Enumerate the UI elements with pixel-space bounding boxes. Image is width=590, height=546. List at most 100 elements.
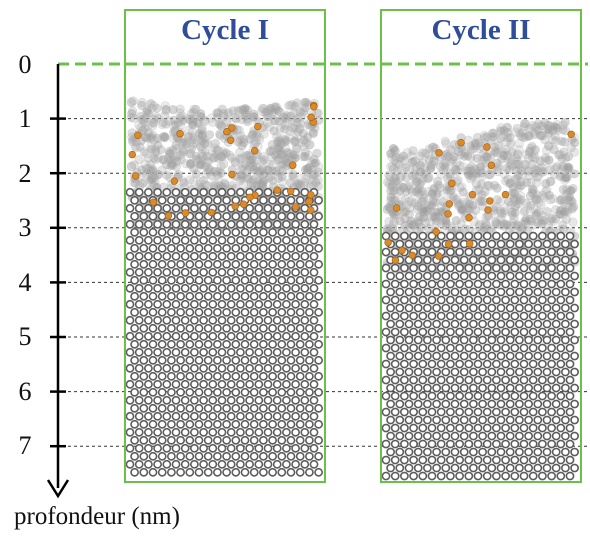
amorphous-atom bbox=[568, 217, 578, 227]
crystal-atom bbox=[556, 279, 566, 289]
crystal-atom bbox=[295, 307, 305, 317]
crystal-atom bbox=[249, 275, 259, 285]
crystal-atom bbox=[432, 431, 441, 441]
implanted-atom bbox=[134, 131, 142, 139]
crystal-atom bbox=[272, 283, 282, 293]
amorphous-atom bbox=[531, 208, 542, 218]
crystal-atom bbox=[235, 251, 245, 261]
crystal-atom bbox=[570, 367, 579, 377]
crystal-atom bbox=[496, 399, 506, 409]
crystal-atom bbox=[180, 235, 190, 245]
crystal-atom bbox=[162, 347, 172, 357]
crystal-atom bbox=[304, 323, 314, 333]
amorphous-atom bbox=[126, 97, 136, 107]
crystal-atom bbox=[445, 407, 455, 417]
crystal-atom bbox=[501, 439, 510, 449]
crystal-atom bbox=[459, 447, 469, 457]
crystal-atom bbox=[524, 431, 533, 441]
amorphous-atom bbox=[275, 133, 285, 143]
crystal-atom bbox=[185, 451, 195, 461]
amorphous-atom bbox=[147, 121, 158, 131]
crystal-atom bbox=[482, 247, 492, 257]
crystal-atom bbox=[404, 335, 414, 345]
crystal-atom bbox=[203, 419, 213, 429]
crystal-atom bbox=[309, 347, 319, 357]
amorphous-atom bbox=[251, 132, 262, 142]
depth-tick-label-3: 3 bbox=[18, 213, 32, 242]
amorphous-atom bbox=[441, 221, 451, 231]
crystal-atom bbox=[231, 275, 241, 285]
crystal-atom bbox=[473, 439, 483, 449]
crystal-atom bbox=[217, 251, 227, 261]
crystal-atom bbox=[314, 323, 323, 333]
crystal-atom bbox=[286, 355, 296, 365]
crystal-atom bbox=[277, 323, 287, 333]
crystal-atom bbox=[409, 311, 418, 321]
crystal-atom bbox=[189, 283, 199, 293]
crystal-atom bbox=[254, 331, 264, 341]
crystal-atom bbox=[300, 299, 310, 309]
amorphous-atom bbox=[475, 162, 486, 172]
crystal-atom bbox=[277, 211, 287, 221]
crystal-atom bbox=[542, 431, 552, 441]
amorphous-atom bbox=[189, 176, 199, 186]
crystal-atom bbox=[381, 327, 391, 337]
crystal-atom bbox=[538, 391, 547, 401]
crystal-atom bbox=[208, 395, 218, 405]
crystal-atom bbox=[542, 351, 552, 361]
crystal-atom bbox=[143, 283, 153, 293]
crystal-atom bbox=[272, 235, 282, 245]
crystal-atom bbox=[300, 427, 310, 437]
crystal-atom bbox=[395, 383, 405, 393]
crystal-atom bbox=[203, 291, 213, 301]
crystal-atom bbox=[561, 463, 570, 473]
crystal-atom bbox=[226, 411, 236, 421]
crystal-atom bbox=[459, 335, 469, 345]
crystal-atom bbox=[171, 299, 181, 309]
amorphous-atom bbox=[552, 162, 562, 172]
crystal-atom bbox=[189, 411, 199, 421]
crystal-atom bbox=[166, 355, 176, 365]
amorphous-atom bbox=[507, 147, 517, 157]
crystal-atom bbox=[542, 463, 552, 473]
crystal-atom bbox=[413, 447, 423, 457]
crystal-atom bbox=[208, 219, 218, 229]
crystal-atom bbox=[478, 239, 487, 249]
amorphous-atom bbox=[270, 150, 281, 160]
amorphous-atom bbox=[288, 171, 298, 181]
amorphous-atom bbox=[496, 123, 506, 133]
crystal-atom bbox=[524, 351, 533, 361]
crystal-atom bbox=[515, 367, 524, 377]
crystal-atom bbox=[510, 375, 520, 385]
crystal-atom bbox=[286, 371, 296, 381]
crystal-atom bbox=[281, 251, 291, 261]
crystal-atom bbox=[427, 423, 437, 433]
crystal-atom bbox=[254, 251, 264, 261]
crystal-atom bbox=[510, 311, 520, 321]
crystal-atom bbox=[286, 419, 296, 429]
amorphous-atom bbox=[499, 126, 509, 136]
crystal-atom bbox=[441, 319, 451, 329]
amorphous-atom bbox=[221, 148, 231, 158]
crystal-atom bbox=[143, 443, 153, 453]
crystal-atom bbox=[450, 319, 460, 329]
crystal-atom bbox=[427, 327, 437, 337]
amorphous-atom bbox=[542, 185, 552, 195]
crystal-atom bbox=[524, 447, 533, 457]
crystal-atom bbox=[189, 267, 199, 277]
crystal-atom bbox=[547, 311, 556, 321]
crystal-atom bbox=[208, 459, 218, 469]
amorphous-atom bbox=[242, 114, 253, 124]
crystal-atom bbox=[556, 455, 566, 465]
crystal-atom bbox=[277, 227, 287, 237]
crystal-atom bbox=[217, 315, 227, 325]
crystal-atom bbox=[528, 439, 538, 449]
crystal-atom bbox=[240, 403, 250, 413]
crystal-atom bbox=[277, 451, 287, 461]
crystal-atom bbox=[395, 447, 405, 457]
crystal-atom bbox=[194, 467, 204, 477]
implanted-atom bbox=[432, 228, 440, 236]
crystal-atom bbox=[263, 251, 273, 261]
crystal-atom bbox=[272, 347, 282, 357]
crystal-atom bbox=[134, 411, 144, 421]
